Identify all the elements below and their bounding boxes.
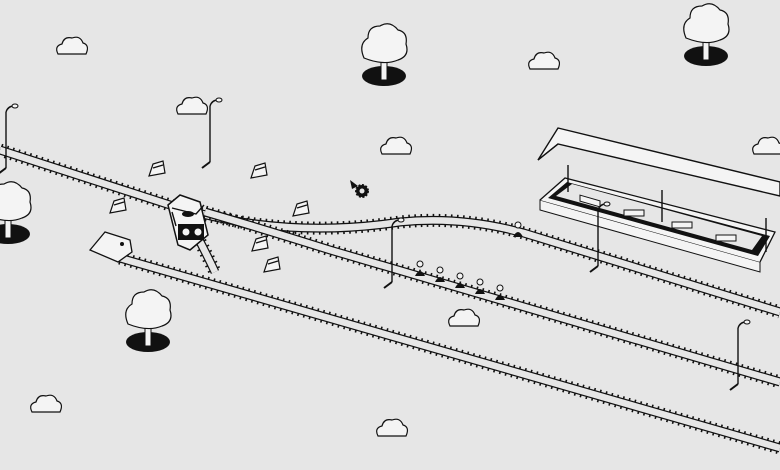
buffer-stop (88, 231, 133, 263)
train-locomotive[interactable] (167, 194, 209, 251)
barrier (109, 197, 127, 214)
tree (0, 181, 32, 245)
tree (125, 289, 172, 353)
road-sign (250, 162, 268, 179)
barrier (292, 200, 310, 217)
bush (176, 96, 209, 115)
bush (528, 51, 561, 70)
street-lamp (0, 103, 19, 175)
cursor-gear-icon[interactable] (350, 180, 369, 198)
passenger (494, 284, 506, 301)
bush (448, 308, 481, 327)
passenger (434, 266, 446, 283)
passenger (414, 260, 426, 277)
tree (361, 23, 408, 87)
barrier (148, 160, 166, 177)
passenger (474, 278, 486, 295)
bush (30, 394, 63, 413)
street-lamp (383, 217, 405, 289)
bush (380, 136, 413, 155)
station-platform[interactable] (537, 127, 780, 273)
street-lamp (729, 319, 751, 391)
bush (752, 136, 780, 155)
barrier (251, 235, 269, 252)
bush (376, 418, 409, 437)
tree (683, 3, 730, 67)
passenger (454, 272, 466, 289)
bush (56, 36, 89, 55)
track-lower[interactable] (118, 251, 780, 455)
road-sign (263, 256, 281, 273)
track-middle[interactable] (203, 205, 780, 389)
